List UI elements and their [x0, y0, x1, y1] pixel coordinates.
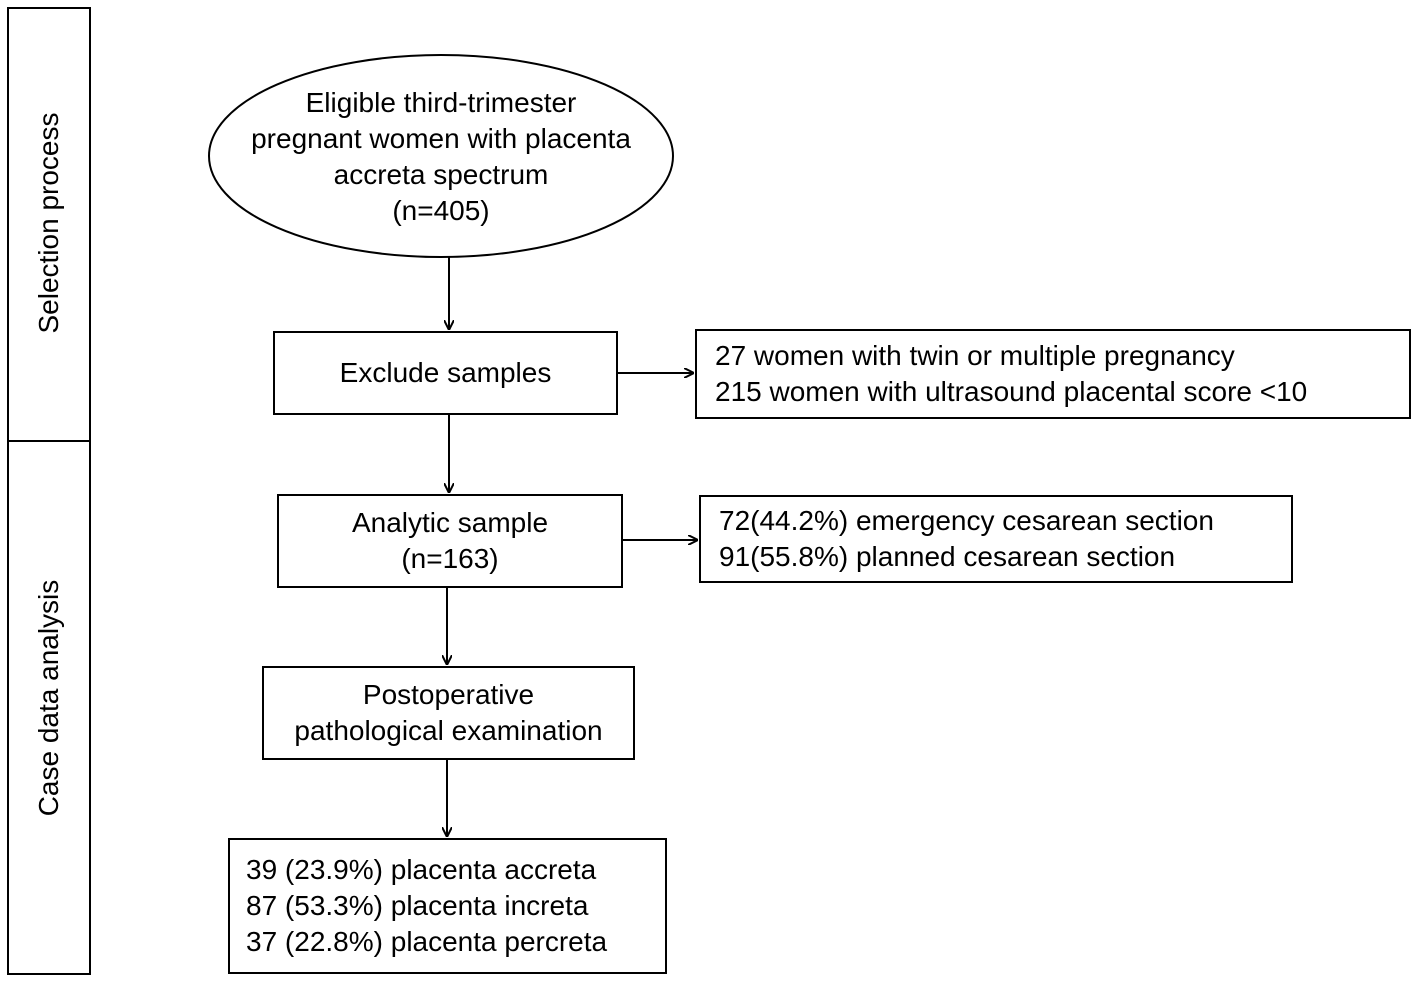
analytic-label: Analytic sample — [351, 507, 549, 538]
exclusion-line-2: 215 women with ultrasound placental scor… — [715, 376, 1308, 407]
result-accreta: 39 (23.9%) placenta accreta — [246, 854, 597, 885]
postoperative-exam-node: Postoperative pathological examination — [262, 666, 635, 760]
pathology-results-node: 39 (23.9%) placenta accreta 87 (53.3%) p… — [228, 838, 667, 974]
eligible-population-node: Eligible third-trimester pregnant women … — [211, 57, 671, 257]
cesarean-breakdown-node: 72(44.2%) emergency cesarean section 91(… — [699, 495, 1293, 583]
exclusion-criteria-node: 27 women with twin or multiple pregnancy… — [695, 329, 1411, 419]
sidebar-frame — [7, 7, 91, 975]
exclusion-line-1: 27 women with twin or multiple pregnancy — [715, 340, 1235, 371]
analytic-count: (n=163) — [401, 543, 499, 574]
cesarean-line-2: 91(55.8%) planned cesarean section — [719, 541, 1176, 572]
eligible-line-1: Eligible third-trimester — [305, 87, 577, 118]
exclude-samples-node: Exclude samples — [273, 331, 618, 415]
result-percreta: 37 (22.8%) placenta percreta — [246, 926, 608, 957]
eligible-line-3: accreta spectrum — [333, 159, 549, 190]
postop-line-2: pathological examination — [294, 715, 603, 746]
eligible-count: (n=405) — [392, 195, 490, 226]
eligible-line-2: pregnant women with placenta — [251, 123, 631, 154]
result-increta: 87 (53.3%) placenta increta — [246, 890, 589, 921]
eligible-ellipse-shape — [208, 54, 674, 258]
sidebar-label-case-data-analysis: Case data analysis — [33, 579, 64, 817]
analytic-sample-node: Analytic sample (n=163) — [277, 494, 623, 588]
sidebar-label-selection-process: Selection process — [33, 112, 64, 334]
exclude-label: Exclude samples — [339, 357, 552, 388]
cesarean-line-1: 72(44.2%) emergency cesarean section — [719, 505, 1214, 536]
postop-line-1: Postoperative — [362, 679, 535, 710]
